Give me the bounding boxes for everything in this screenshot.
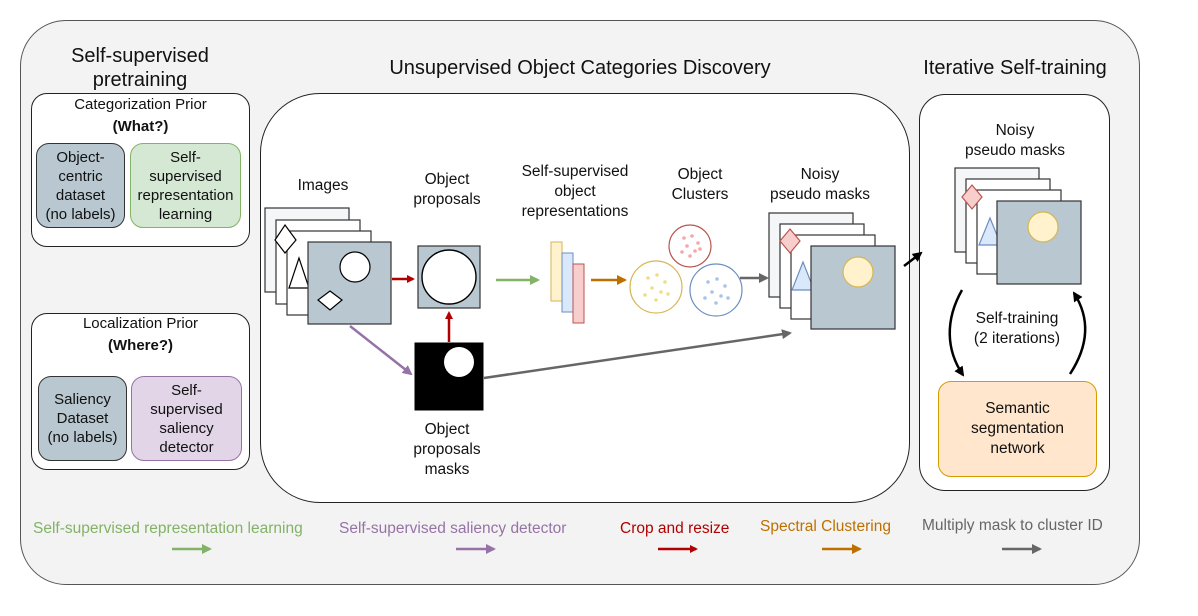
to-self-training-arrow [903, 251, 923, 267]
object-centric-dataset-box: Object- centric dataset (no labels) [36, 143, 125, 228]
st-noisy-masks-label: Noisy pseudo masks [965, 122, 1065, 159]
representations-label: Self-supervised object representations [521, 163, 629, 220]
object-proposals-label: Object proposals [413, 171, 481, 208]
object-clusters [629, 224, 743, 317]
legend-label-saliency: Self-supervised saliency detector [339, 520, 567, 537]
legend-label-clustering: Spectral Clustering [760, 518, 891, 535]
self-training-loop-label: Self-training (2 iterations) [973, 310, 1061, 347]
object-clusters-label: Object Clusters [671, 166, 729, 203]
multiply-mask-arrow [483, 329, 792, 380]
noisy-masks-stack [768, 212, 896, 330]
localization-prior-title: Localization Prior [82, 315, 199, 332]
images-label: Images [297, 177, 349, 194]
representation-learning-box: Self- supervised representation learning [130, 143, 241, 228]
loop-arrow-up [1068, 291, 1087, 375]
feature-bar-3 [572, 263, 585, 324]
categorization-prior-subtitle: (What?) [112, 118, 169, 135]
loop-arrow-down [948, 289, 965, 377]
image-stack [264, 207, 392, 325]
feature-bar-1 [550, 241, 563, 302]
st-noisy-masks-stack [954, 167, 1082, 285]
feature-bar-2 [561, 252, 574, 313]
selftraining-title: Iterative Self-training [923, 57, 1107, 79]
saliency-detector-box: Self- supervised saliency detector [131, 376, 242, 461]
legend-label-crop: Crop and resize [620, 520, 730, 537]
noisy-masks-label: Noisy pseudo masks [770, 166, 870, 203]
pretraining-title: Self-supervised pretraining [71, 45, 209, 91]
localization-prior-subtitle: (Where?) [108, 337, 173, 354]
discovery-title: Unsupervised Object Categories Discovery [389, 57, 771, 79]
saliency-arrow [349, 325, 413, 376]
segmentation-network-box: Semantic segmentation network [938, 381, 1097, 477]
proposal-masks-label: Object proposals masks [413, 421, 481, 478]
legend-label-multiply: Multiply mask to cluster ID [922, 517, 1103, 534]
saliency-dataset-box: Saliency Dataset (no labels) [38, 376, 127, 461]
proposal-mask-circle [444, 347, 474, 377]
legend-label-representation: Self-supervised representation learning [33, 520, 303, 537]
categorization-prior-title: Categorization Prior [74, 96, 207, 113]
object-proposal-circle [421, 249, 477, 305]
